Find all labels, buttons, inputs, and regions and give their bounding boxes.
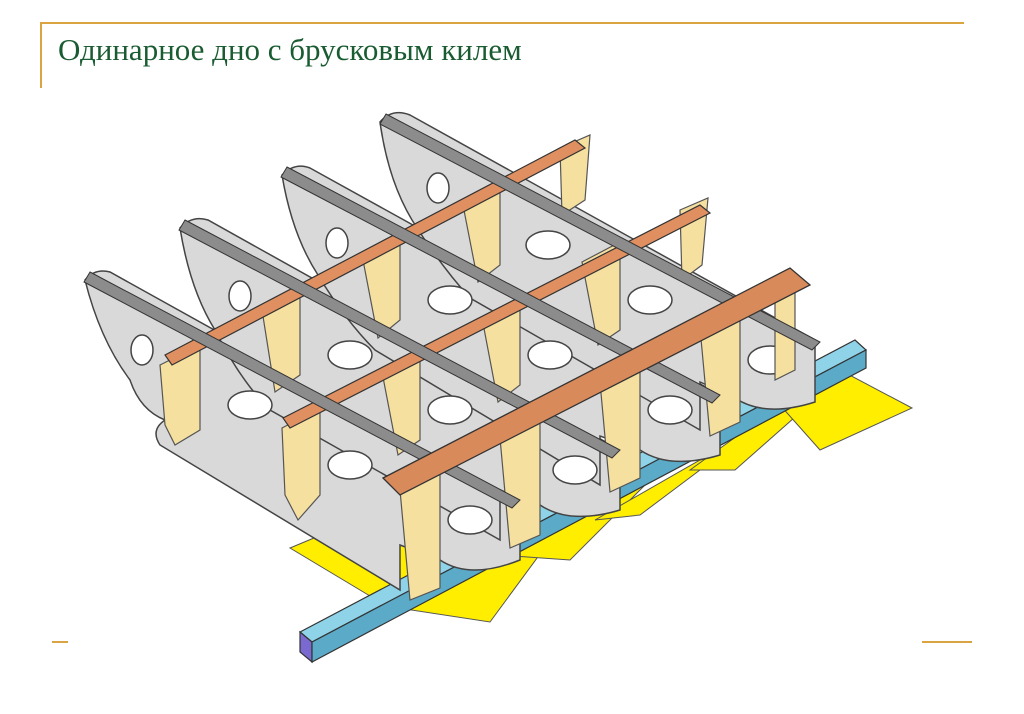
top-rule [40, 22, 964, 24]
slide-title: Одинарное дно с брусковым килем [58, 32, 522, 67]
left-rule [40, 22, 42, 88]
side-stringers [159, 134, 796, 601]
center-keelson [381, 267, 812, 496]
stringer-caps [164, 139, 712, 429]
bottom-right-rule [922, 641, 972, 643]
bottom-left-rule [52, 641, 68, 643]
floor-flanges [83, 113, 821, 509]
